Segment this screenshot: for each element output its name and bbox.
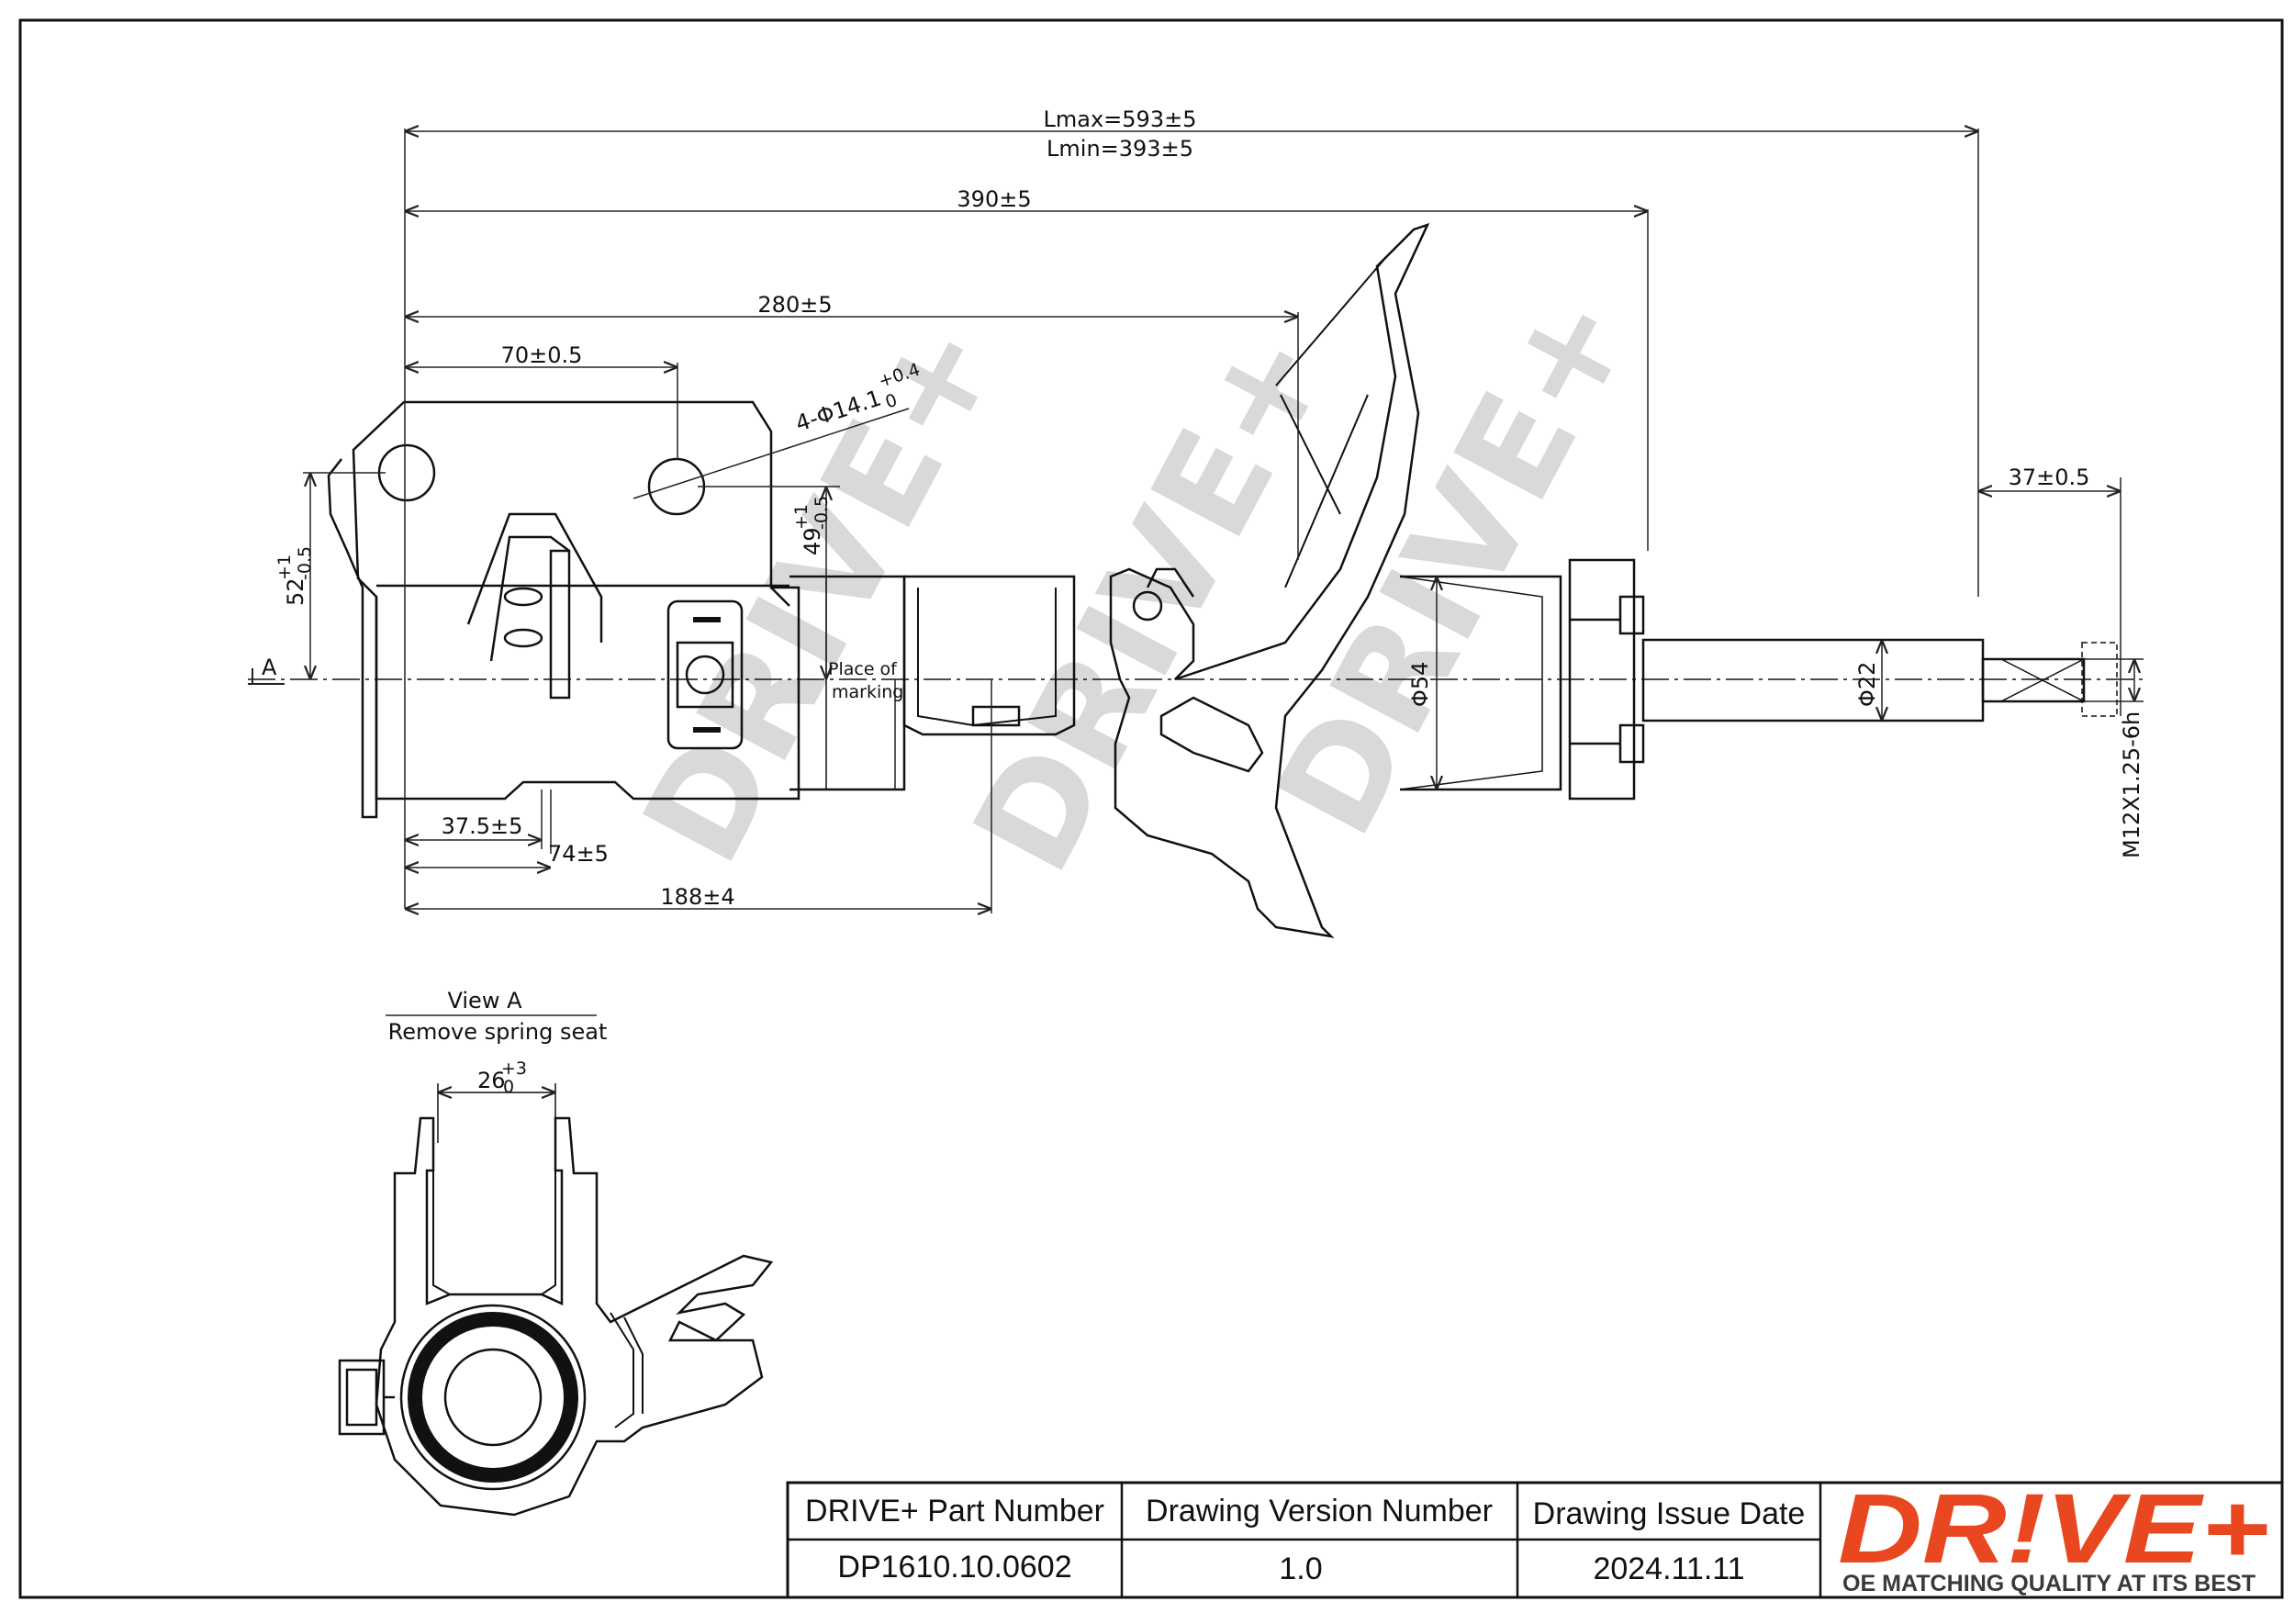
dim-52-tol-upper: +1 <box>274 554 295 580</box>
dim-lmin: Lmin=393±5 <box>1047 136 1193 162</box>
dim-37: 37±0.5 <box>2009 465 2090 490</box>
knuckle-bracket <box>352 400 800 801</box>
strut-main-view <box>248 222 2148 938</box>
dim-390: 390±5 <box>957 186 1031 212</box>
part-number-value: DP1610.10.0602 <box>837 1550 1071 1585</box>
logo-wordmark: DR!VE+ <box>1838 1473 2269 1584</box>
version-value: 1.0 <box>1279 1551 1322 1586</box>
seat-u-bracket <box>902 575 1076 736</box>
title-block: DRIVE+ Part Number Drawing Version Numbe… <box>786 1473 2284 1599</box>
dim-49-tol-lower: -0.5 <box>812 496 832 530</box>
dim-26: 26 <box>477 1068 506 1093</box>
date-value: 2024.11.11 <box>1593 1551 1744 1586</box>
view-a-label: View A <box>448 988 523 1014</box>
dim-phi22: Φ22 <box>1854 662 1880 707</box>
view-a-tube <box>443 1348 543 1447</box>
view-a-housing-ring <box>408 1312 578 1483</box>
marking-label-2: marking <box>832 682 903 702</box>
date-header: Drawing Issue Date <box>1533 1496 1806 1531</box>
view-a-bracket <box>375 1116 774 1517</box>
dim-26-tol-upper: +3 <box>501 1058 527 1079</box>
version-header: Drawing Version Number <box>1146 1494 1493 1529</box>
dim-70: 70±0.5 <box>501 342 583 368</box>
dim-280: 280±5 <box>757 292 832 318</box>
view-arrow-label: A <box>262 655 277 680</box>
mount-hole-2 <box>647 457 706 516</box>
clip-slot-1 <box>503 587 543 607</box>
bracket-clip <box>549 549 571 700</box>
drive-logo: DR!VE+ OE MATCHING QUALITY AT ITS BEST <box>1838 1473 2269 1596</box>
spring-seat <box>1109 222 1430 938</box>
dim-49-tol-upper: +1 <box>791 504 812 530</box>
dim-37-5: 37.5±5 <box>442 813 523 839</box>
view-a-title: View A Remove spring seat <box>386 988 607 1045</box>
mount-hole-1 <box>377 443 436 502</box>
dim-74: 74±5 <box>548 841 609 867</box>
piston-rod <box>1641 638 1985 722</box>
view-a-dimension: 26 +3 0 <box>477 1058 527 1097</box>
dim-phi54: Φ54 <box>1407 662 1433 707</box>
dim-49: 49 <box>800 527 825 555</box>
bolt-block <box>666 599 744 750</box>
top-mount <box>1568 558 1636 801</box>
clip-slot-2 <box>503 628 543 648</box>
dim-188: 188±4 <box>660 884 734 910</box>
dim-lmax: Lmax=593±5 <box>1044 106 1197 132</box>
bracket-flange <box>327 458 378 819</box>
threaded-end <box>1981 657 2086 703</box>
dim-26-tol-lower: 0 <box>503 1077 514 1097</box>
bolt-head <box>676 641 734 709</box>
logo-tagline: OE MATCHING QUALITY AT ITS BEST <box>1842 1571 2256 1596</box>
seat-ellipse <box>1159 696 1264 773</box>
dimension-lines <box>248 129 2144 913</box>
dim-thread: M12X1.25-6h <box>2119 711 2144 858</box>
view-a-housing-outer <box>399 1304 587 1491</box>
dim-52: 52 <box>283 577 308 606</box>
part-number-header: DRIVE+ Part Number <box>805 1494 1104 1529</box>
view-a-subtitle: Remove spring seat <box>388 1019 608 1045</box>
bolt-circle <box>685 655 725 695</box>
marking-label-1: Place of <box>828 659 898 679</box>
view-a-drawing <box>338 1083 774 1517</box>
bracket-gusset-inner <box>489 535 570 662</box>
bracket-gusset <box>466 512 603 643</box>
dim-52-tol-lower: -0.5 <box>295 546 315 580</box>
upper-tube <box>1400 575 1562 791</box>
